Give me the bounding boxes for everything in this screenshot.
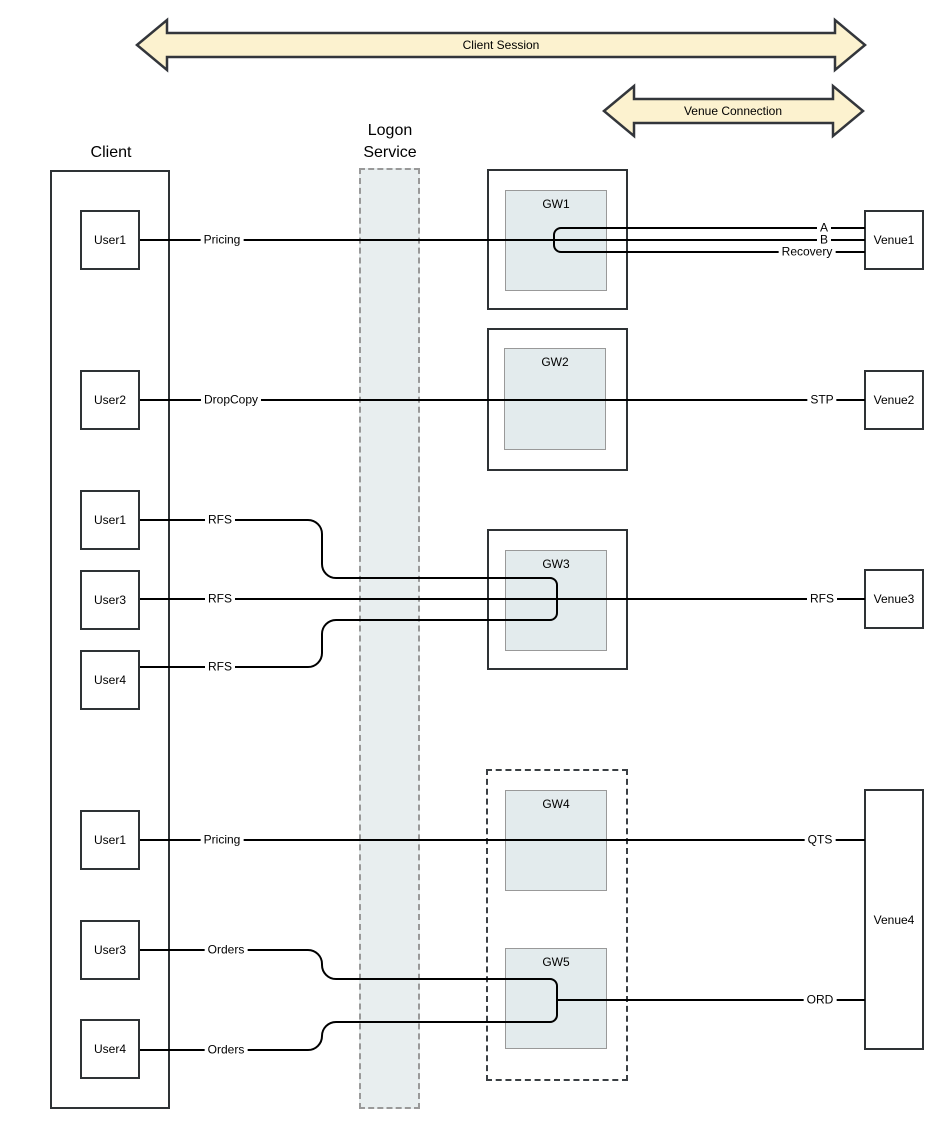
user-node-1: User1: [80, 210, 140, 270]
venue-label-qts: QTS: [804, 833, 836, 847]
session-label-rfs-1: RFS: [205, 513, 235, 527]
user-node-5: User4: [80, 650, 140, 710]
venue-connection-arrow-label: Venue Connection: [683, 104, 783, 118]
venue-node-2: Venue2: [864, 370, 924, 430]
session-label-orders-2: Orders: [204, 1043, 248, 1057]
venue-node-4: Venue4: [864, 789, 924, 1050]
session-label-dropcopy: DropCopy: [200, 393, 262, 407]
logon-service-band: [359, 168, 420, 1109]
session-label-orders-1: Orders: [204, 943, 248, 957]
venue-node-3: Venue3: [864, 569, 924, 629]
session-label-rfs-3: RFS: [205, 660, 235, 674]
logon-service-label: Logon Service: [363, 122, 417, 161]
user-node-2: User2: [80, 370, 140, 430]
user-node-7: User3: [80, 920, 140, 980]
gateway-gw2: GW2: [504, 348, 606, 450]
user-node-6: User1: [80, 810, 140, 870]
client-group-label: Client: [90, 144, 132, 161]
session-label-pricing-2: Pricing: [200, 833, 244, 847]
gateway-gw4: GW4: [505, 790, 607, 891]
gateway-gw5: GW5: [505, 948, 607, 1049]
session-label-pricing-1: Pricing: [200, 233, 244, 247]
venue-label-stp: STP: [807, 393, 837, 407]
gateway-gw1: GW1: [505, 190, 607, 291]
venue-label-ord: ORD: [803, 993, 837, 1007]
user-node-8: User4: [80, 1019, 140, 1079]
session-label-rfs-2: RFS: [205, 592, 235, 606]
user-node-4: User3: [80, 570, 140, 630]
client-session-arrow-label: Client Session: [462, 38, 540, 52]
user-node-3: User1: [80, 490, 140, 550]
gateway-gw3: GW3: [505, 550, 607, 651]
venue-node-1: Venue1: [864, 210, 924, 270]
venue-label-rfs: RFS: [807, 592, 837, 606]
venue-label-recovery: Recovery: [778, 245, 836, 259]
